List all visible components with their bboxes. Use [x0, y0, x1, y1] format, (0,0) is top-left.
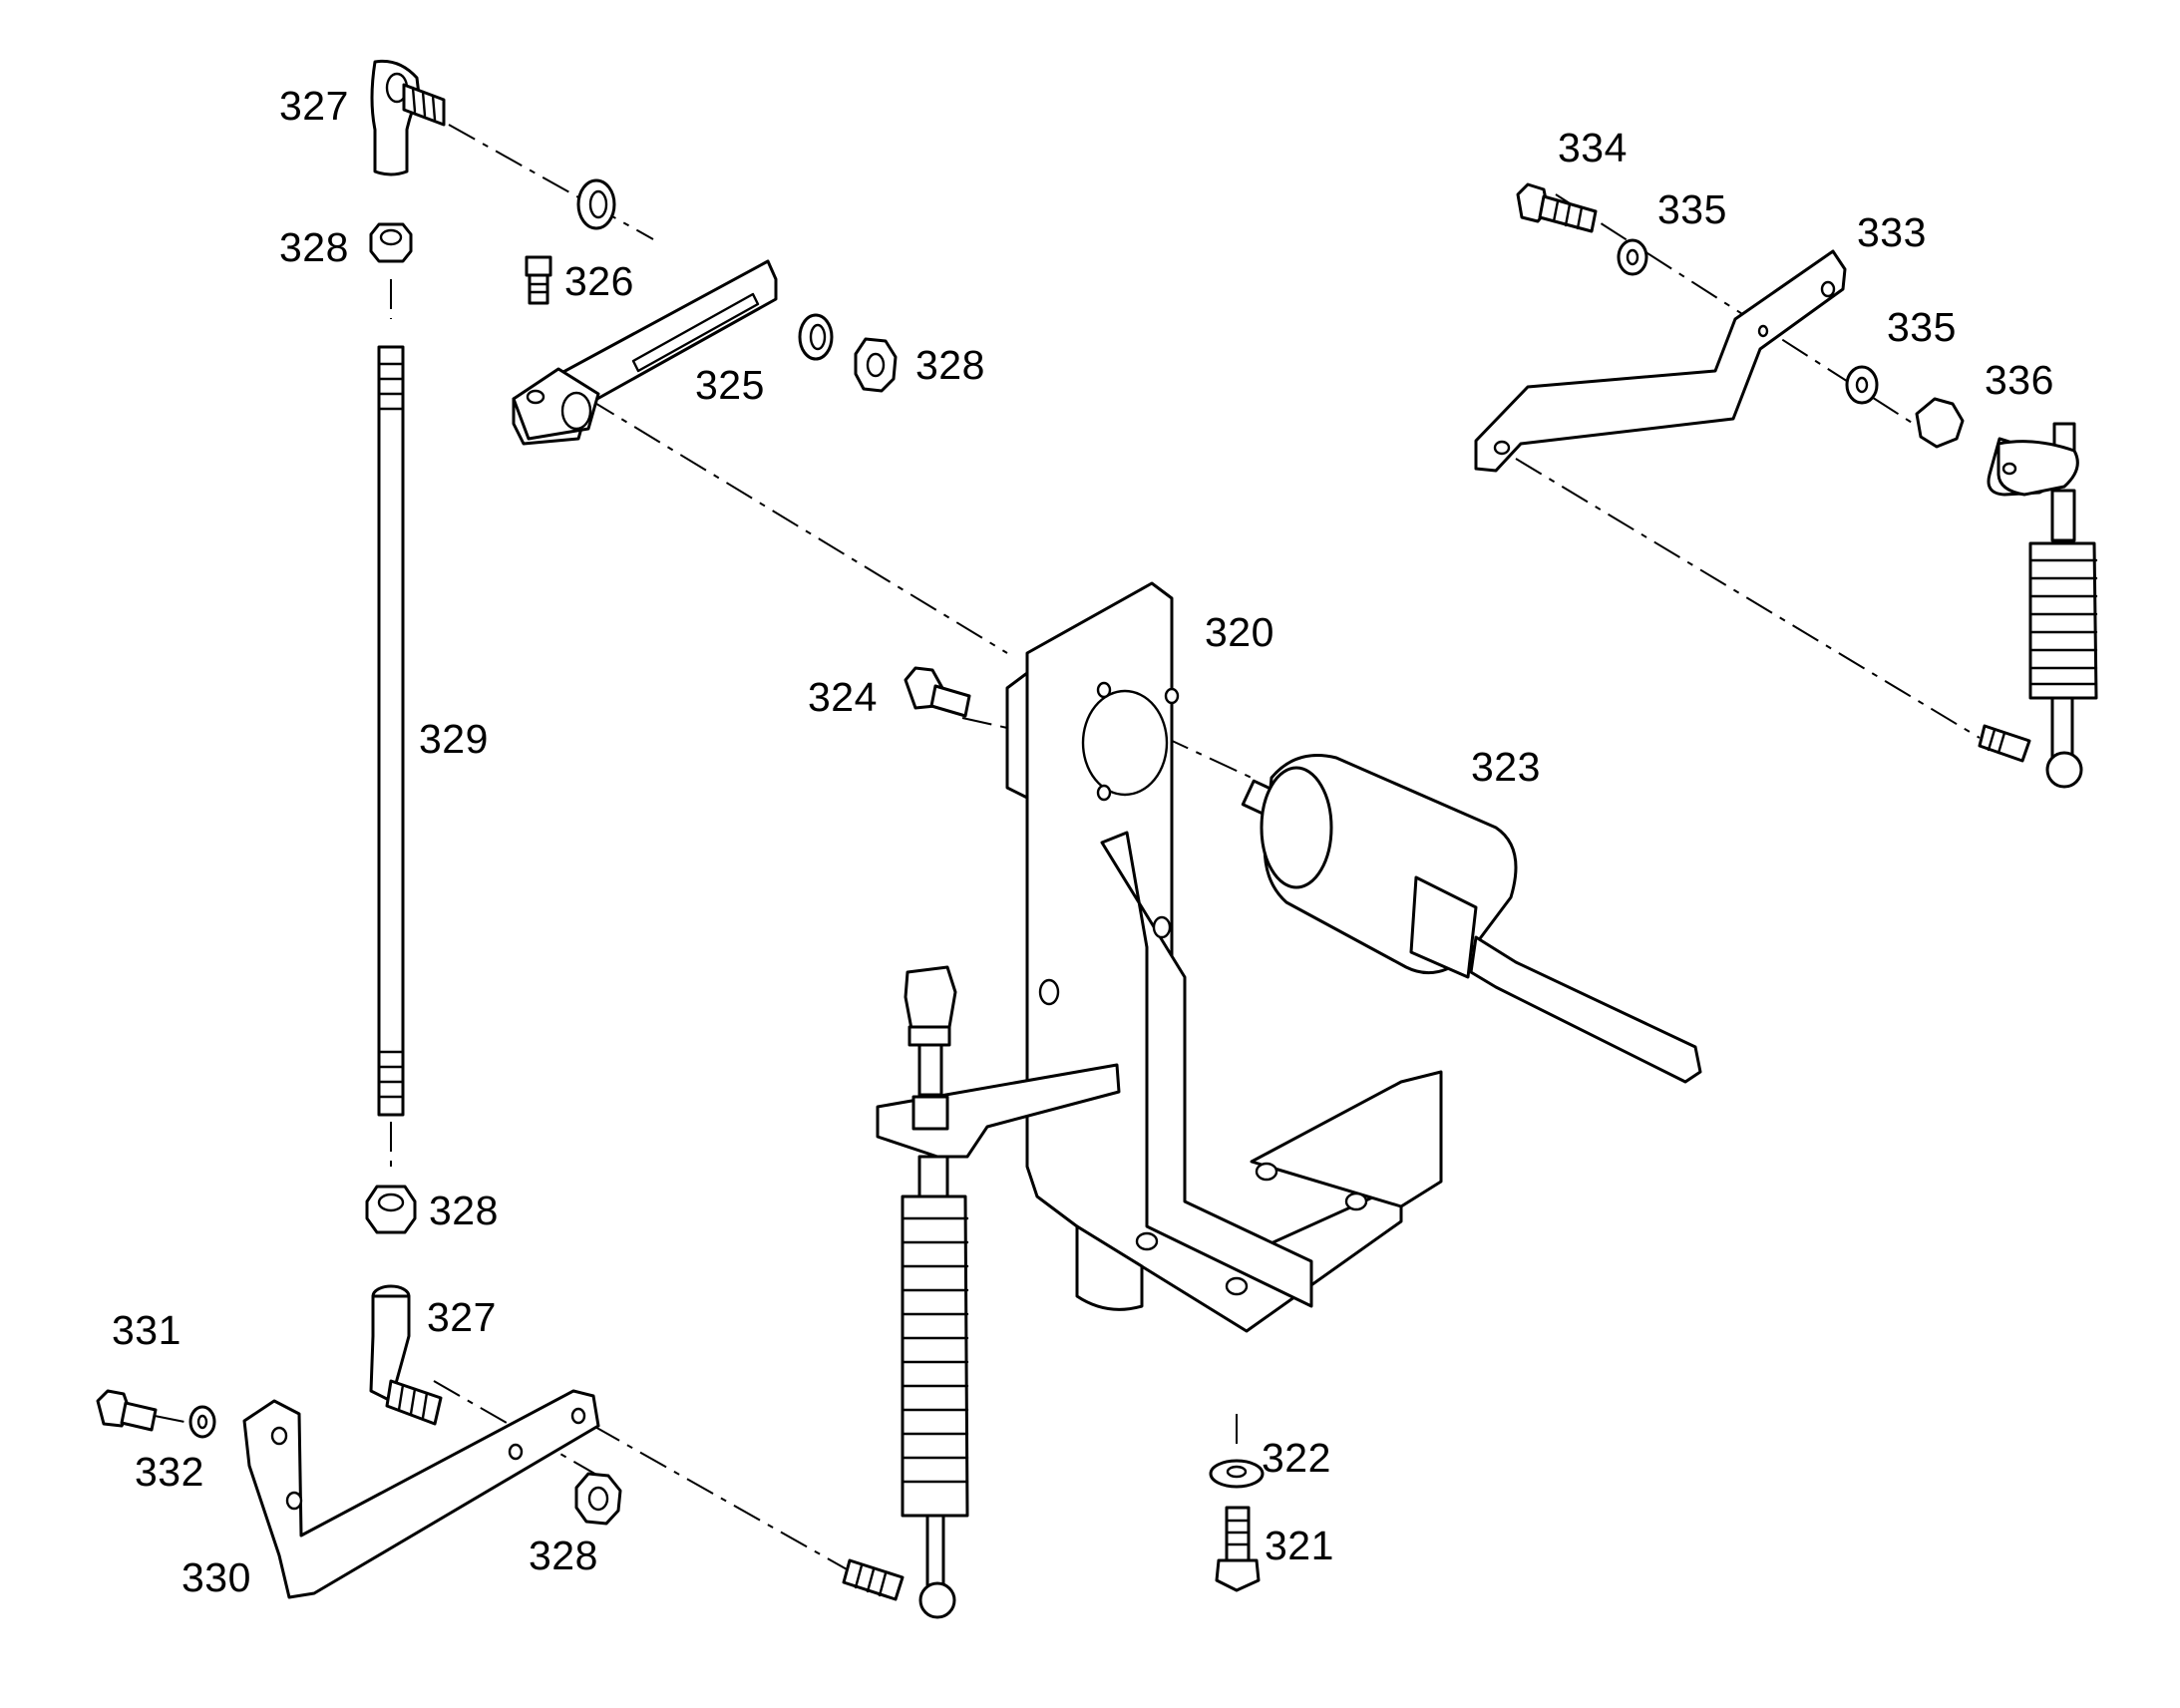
main-bracket-320	[1005, 581, 1443, 1333]
callout-321: 321	[1265, 1523, 1334, 1568]
washer-332	[188, 1405, 216, 1439]
callout-334: 334	[1558, 125, 1628, 171]
lock-washer-top	[576, 178, 616, 230]
callout-327-top: 327	[279, 83, 349, 129]
callout-323: 323	[1471, 744, 1541, 790]
hex-nut-328-bottom	[574, 1472, 622, 1526]
callout-328-middle: 328	[429, 1188, 499, 1233]
callout-331: 331	[112, 1307, 182, 1353]
callout-328-bottom: 328	[529, 1533, 598, 1578]
callout-333: 333	[1857, 209, 1927, 255]
washer-322	[1209, 1459, 1265, 1489]
callout-335-lower: 335	[1887, 304, 1957, 350]
callout-335-upper: 335	[1657, 186, 1727, 232]
cap-screw-326	[525, 255, 552, 305]
cable-assembly-336	[1915, 397, 2098, 789]
callout-325: 325	[695, 362, 765, 408]
callout-320: 320	[1205, 609, 1274, 655]
cable-lower-assembly	[842, 965, 1121, 1619]
rod-end-327-bottom	[369, 1284, 443, 1426]
callout-322: 322	[1262, 1435, 1331, 1481]
callout-328-arm: 328	[915, 342, 985, 388]
callout-labels: 320 321 322 323 324 325 326 327 327 328 …	[112, 83, 2054, 1600]
bracket-333	[1474, 249, 1847, 473]
rod-end-327-top	[370, 59, 446, 176]
solenoid-323	[1241, 754, 1702, 1084]
lever-330	[242, 1389, 600, 1599]
callout-324: 324	[808, 674, 878, 720]
bolt-324	[904, 666, 971, 718]
callout-327-bottom: 327	[427, 1294, 497, 1340]
washer-335-upper	[1617, 238, 1648, 276]
threaded-rod-329	[377, 345, 405, 1117]
hex-nut-328-middle	[365, 1185, 417, 1234]
bolt-334	[1516, 182, 1598, 233]
callout-329: 329	[419, 716, 489, 762]
slotted-arm-325	[512, 259, 778, 446]
callout-326: 326	[564, 258, 634, 304]
callout-332: 332	[135, 1449, 204, 1495]
washer-335-lower	[1845, 365, 1879, 405]
bolt-321	[1215, 1506, 1261, 1592]
hex-nut-328-arm	[854, 337, 898, 393]
bolt-331	[96, 1389, 158, 1432]
callout-336: 336	[1985, 357, 2054, 403]
lock-washer-arm	[798, 313, 834, 361]
hex-nut-328-top	[369, 222, 413, 263]
callout-330: 330	[182, 1554, 251, 1600]
callout-328-top: 328	[279, 224, 349, 270]
